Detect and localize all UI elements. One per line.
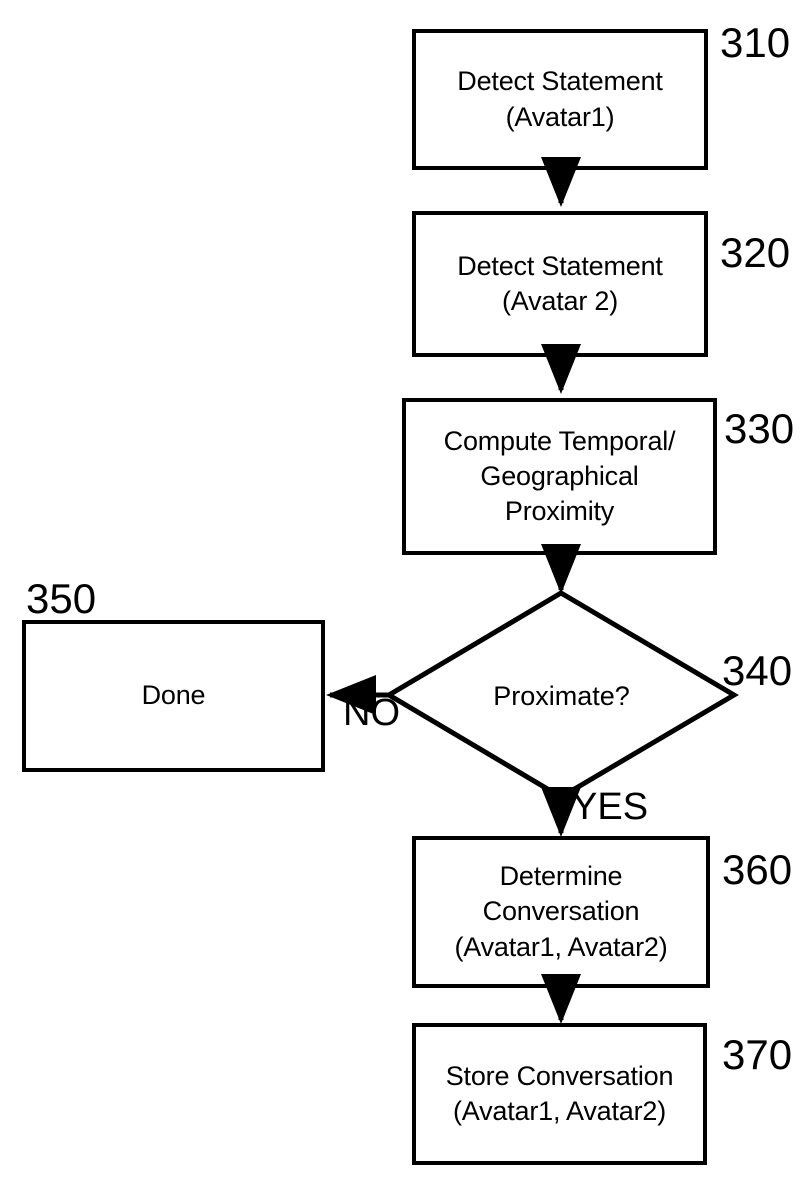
ref-label-330: 330 [724, 405, 795, 452]
node-label-310: Detect Statement (Avatar1) [457, 66, 663, 132]
edge-label-yes: YES [572, 786, 649, 828]
ref-label-360: 360 [722, 846, 793, 893]
node-label-330: Compute Temporal/ Geographical Proximity [443, 425, 676, 527]
process-node-330: Compute Temporal/ Geographical Proximity [402, 398, 717, 555]
process-node-320: Detect Statement (Avatar 2) [412, 211, 708, 357]
node-label-370: Store Conversation (Avatar1, Avatar2) [445, 1060, 674, 1126]
ref-label-320: 320 [720, 229, 791, 276]
node-label-360: Determine Conversation (Avatar1, Avatar2… [454, 861, 668, 962]
ref-label-370: 370 [722, 1031, 793, 1078]
terminal-node-350-done: Done [22, 620, 325, 772]
node-label-350: Done [141, 680, 206, 711]
node-label-340: Proximate? [493, 681, 630, 711]
ref-label-310: 310 [720, 19, 791, 66]
edge-label-no: NO [343, 692, 400, 734]
node-label-320: Detect Statement (Avatar 2) [457, 250, 663, 316]
process-node-360: Determine Conversation (Avatar1, Avatar2… [412, 836, 710, 988]
ref-label-340: 340 [722, 647, 793, 694]
process-node-310: Detect Statement (Avatar1) [412, 29, 708, 170]
process-node-370: Store Conversation (Avatar1, Avatar2) [412, 1023, 707, 1165]
ref-label-350: 350 [26, 575, 97, 622]
